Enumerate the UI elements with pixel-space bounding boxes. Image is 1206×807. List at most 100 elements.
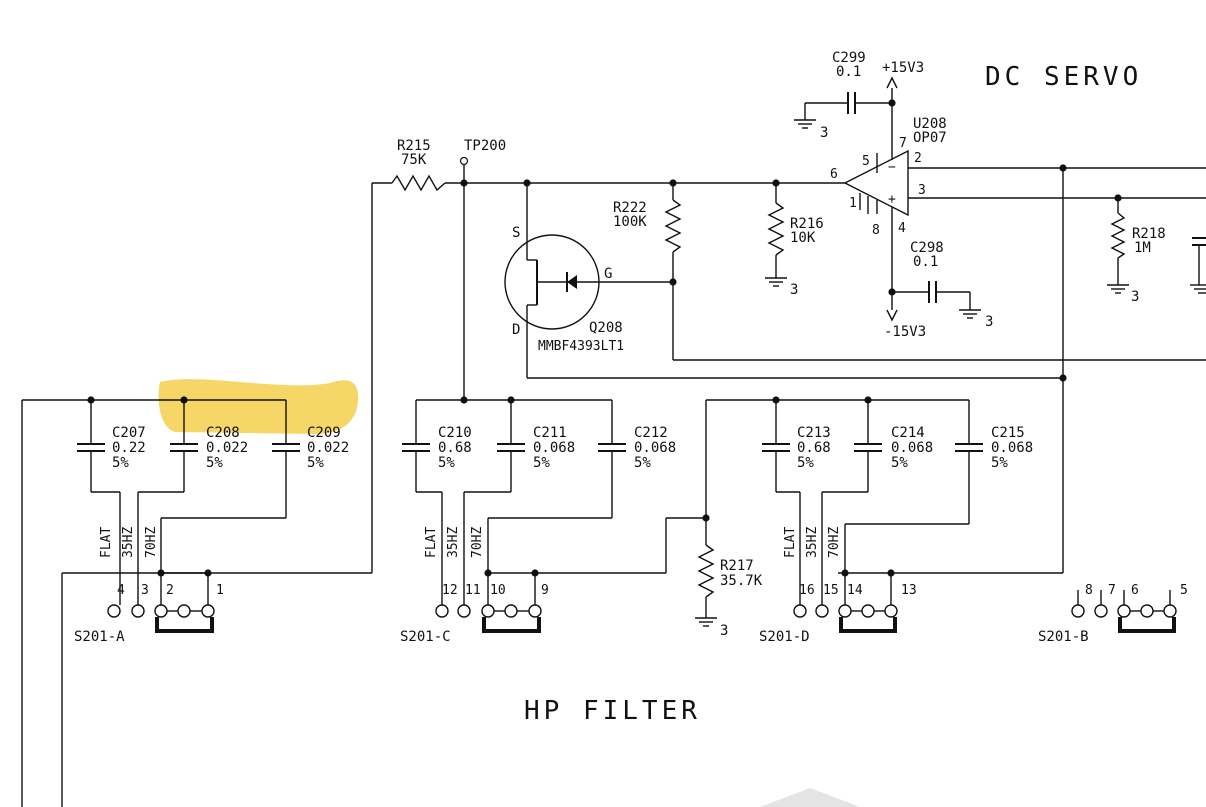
r222-value: 100K [613, 214, 647, 230]
u208-pin: 1 [849, 196, 857, 211]
c212-value: 0.068 [634, 440, 676, 456]
svg-text:8: 8 [1085, 583, 1093, 598]
neg-rail-label: -15V3 [884, 324, 926, 340]
s201-d-label: S201-D [759, 629, 810, 645]
c298-ref: C298 [910, 240, 944, 256]
svg-text:14: 14 [847, 583, 863, 598]
svg-text:13: 13 [901, 583, 917, 598]
svg-text:9: 9 [541, 583, 549, 598]
c213-value: 0.68 [797, 440, 831, 456]
c299-value: 0.1 [836, 64, 861, 80]
c212-ref: C212 [634, 425, 668, 441]
r218-value: 1M [1134, 240, 1151, 256]
svg-text:7: 7 [1108, 583, 1116, 598]
c211-tol: 5% [533, 455, 550, 471]
u208-ref: U208 [913, 116, 947, 132]
r215-ref: R215 [397, 138, 431, 154]
c207-ref: C207 [112, 425, 146, 441]
u208-pin: 3 [918, 183, 926, 198]
switch-s201-c [435, 604, 542, 633]
u208-value: OP07 [913, 130, 947, 146]
c213-tol: 5% [797, 455, 814, 471]
c207-value: 0.22 [112, 440, 146, 456]
c215-tol: 5% [991, 455, 1008, 471]
svg-text:70HZ: 70HZ [827, 527, 842, 558]
tp200-label: TP200 [464, 138, 506, 154]
svg-text:15: 15 [823, 583, 839, 598]
dc-servo-title: DC SERVO [985, 62, 1142, 92]
c214-ref: C214 [891, 425, 925, 441]
c208-value: 0.022 [206, 440, 248, 456]
c211-ref: C211 [533, 425, 567, 441]
svg-text:16: 16 [799, 583, 815, 598]
c215-value: 0.068 [991, 440, 1033, 456]
c209-value: 0.022 [307, 440, 349, 456]
r216-value: 10K [790, 230, 816, 246]
gnd-label: 3 [820, 125, 828, 141]
c210-value: 0.68 [438, 440, 472, 456]
neg-rail-arrow [886, 309, 898, 322]
q208-drain-label: D [512, 322, 520, 338]
svg-text:3: 3 [985, 314, 993, 330]
r218-resistor [1110, 212, 1126, 259]
r218-ref: R218 [1132, 226, 1166, 242]
pos-rail-label: +15V3 [882, 60, 924, 76]
c214-value: 0.068 [891, 440, 933, 456]
svg-text:−: − [888, 160, 896, 175]
svg-text:2: 2 [166, 583, 174, 598]
s201-a-label: S201-A [74, 629, 125, 645]
c213-ref: C213 [797, 425, 831, 441]
c207-tol: 5% [112, 455, 129, 471]
u208-pin: 8 [872, 223, 880, 238]
r217-value: 35.7K [720, 573, 763, 589]
svg-text:3: 3 [790, 282, 798, 298]
switch-s201-d [793, 604, 898, 633]
u208-pin: 2 [914, 151, 922, 166]
q208-ref: Q208 [589, 320, 623, 336]
tp200-testpoint [459, 156, 469, 166]
r216-ref: R216 [790, 216, 824, 232]
q208-value: MMBF4393LT1 [538, 339, 624, 354]
c211-value: 0.068 [533, 440, 575, 456]
70hz-label: 70HZ [144, 527, 159, 558]
c210-ref: C210 [438, 425, 472, 441]
svg-text:6: 6 [1131, 583, 1139, 598]
svg-text:5: 5 [1180, 583, 1188, 598]
c299-ref: C299 [832, 50, 866, 66]
r217-resistor [697, 544, 715, 598]
svg-text:35HZ: 35HZ [446, 527, 461, 558]
hp-filter-title: HP FILTER [524, 696, 701, 726]
r222-resistor [664, 199, 682, 253]
r215-resistor [391, 174, 446, 192]
switch-s201-a [107, 604, 215, 633]
c210-tol: 5% [438, 455, 455, 471]
svg-text:70HZ: 70HZ [470, 527, 485, 558]
c214-tol: 5% [891, 455, 908, 471]
svg-text:11: 11 [465, 583, 481, 598]
svg-text:FLAT: FLAT [424, 527, 439, 558]
u208-pin: 5 [862, 154, 870, 169]
svg-text:+: + [888, 192, 896, 207]
svg-text:3: 3 [720, 623, 728, 639]
highlighter-mark [158, 379, 359, 434]
r216-resistor [767, 202, 785, 256]
svg-text:10: 10 [490, 583, 506, 598]
c215-ref: C215 [991, 425, 1025, 441]
u208-pin: 6 [830, 167, 838, 182]
c209-ref: C209 [307, 425, 341, 441]
switch-s201-b [1071, 590, 1177, 633]
flat-label: FLAT [99, 527, 114, 558]
svg-text:4: 4 [117, 583, 125, 598]
c209-tol: 5% [307, 455, 324, 471]
c208-ref: C208 [206, 425, 240, 441]
r215-value: 75K [401, 152, 427, 168]
c298-value: 0.1 [913, 254, 938, 270]
watermark-shape [760, 788, 860, 807]
q208-source-label: S [512, 225, 520, 241]
svg-text:3: 3 [1131, 289, 1139, 305]
r222-ref: R222 [613, 200, 647, 216]
svg-text:FLAT: FLAT [783, 527, 798, 558]
svg-text:35HZ: 35HZ [805, 527, 820, 558]
svg-text:12: 12 [442, 583, 458, 598]
